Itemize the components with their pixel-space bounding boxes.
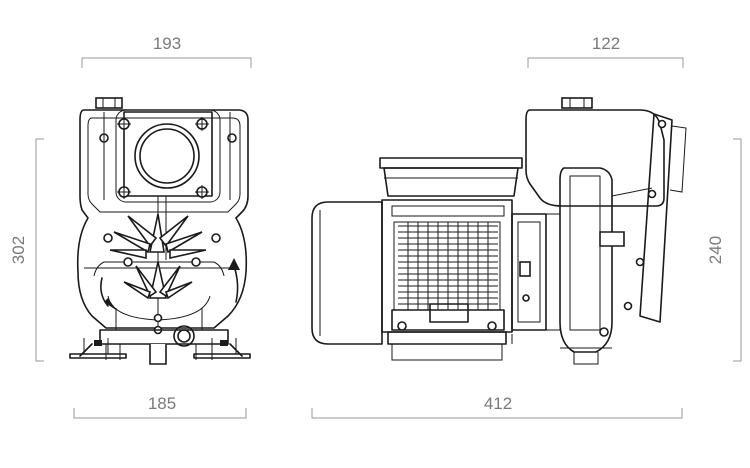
front-inlet-port — [134, 123, 200, 189]
pump-volute — [559, 167, 613, 353]
front-flow-arrows — [100, 258, 240, 310]
motor-base-plate — [387, 331, 507, 345]
side-top-bolt — [561, 97, 593, 109]
front-housing-outline — [76, 109, 249, 329]
dimension-line-side-top — [527, 57, 684, 68]
dimension-label-front-bottom: 185 — [148, 394, 176, 413]
motor-mount — [391, 309, 505, 331]
terminal-box — [379, 157, 523, 169]
front-top-bolt — [95, 97, 123, 109]
motor-body — [381, 199, 513, 333]
dimension-label-side-length: 412 — [484, 394, 512, 413]
front-drain-port — [173, 325, 195, 347]
pump-side-view — [311, 97, 687, 365]
front-inlet-flange — [123, 111, 213, 197]
motor-cooling-fins — [393, 221, 501, 311]
dimension-line-side-height — [733, 138, 742, 362]
dimension-label-front-top: 193 — [153, 34, 181, 53]
dimension-label-front-height: 302 — [9, 236, 28, 264]
side-inlet-flange — [639, 113, 673, 323]
dimension-line-side-length — [311, 408, 683, 419]
front-feet — [69, 353, 251, 359]
pump-head — [525, 109, 665, 207]
dimension-label-side-height: 240 — [706, 236, 725, 264]
pump-front-view — [69, 97, 251, 365]
front-base — [99, 329, 229, 345]
dimension-line-front-top — [81, 57, 252, 68]
front-impeller-fins-lower — [123, 257, 201, 300]
dimension-line-front-height — [35, 138, 44, 362]
dimension-lines — [35, 57, 742, 419]
motor-fan-cover — [311, 201, 383, 345]
dimension-line-front-bottom — [73, 408, 247, 419]
front-flange-bolts — [99, 117, 237, 199]
dimension-label-side-top: 122 — [592, 34, 620, 53]
front-impeller-fins-upper — [103, 213, 221, 259]
dimension-labels: 193 185 302 412 122 240 — [9, 34, 725, 413]
